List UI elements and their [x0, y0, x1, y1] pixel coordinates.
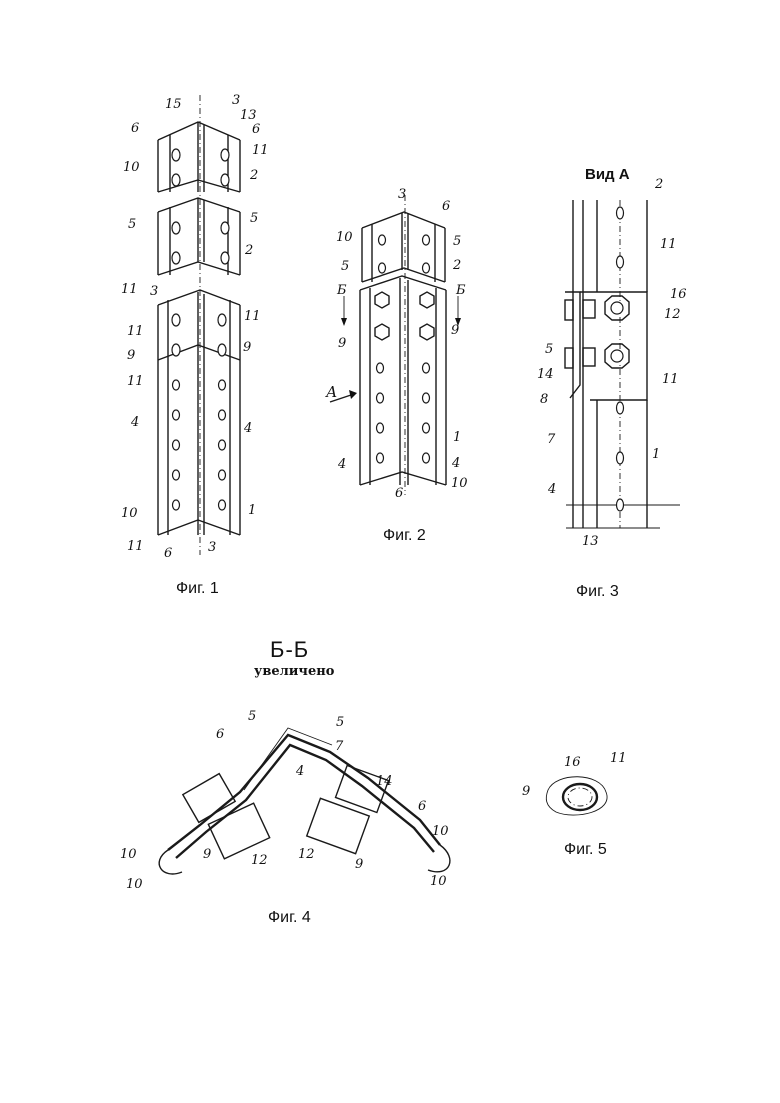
fig3-label-7: 7 — [547, 432, 556, 447]
caption-fig1: Фиг. 1 — [176, 580, 219, 598]
fig3-label-2: 2 — [654, 177, 663, 192]
fig5-label-11: 11 — [610, 751, 627, 766]
fig1-label-13: 13 — [240, 108, 257, 123]
fig2-label-B-left: Б — [336, 283, 347, 298]
fig1-label-4-right: 4 — [243, 421, 252, 436]
fig4-label-12-right: 12 — [298, 847, 315, 862]
fig3-label-1: 1 — [652, 447, 660, 462]
figure-2-drawing: 3 6 10 5 5 2 Б Б 9 9 А 1 4 4 6 10 — [325, 187, 468, 501]
fig1-label-11-a: 11 — [127, 324, 144, 339]
fig4-label-10-low-left: 10 — [126, 877, 143, 892]
figure-5-drawing: 16 11 9 — [522, 751, 627, 815]
fig1-label-3-top: 3 — [232, 93, 240, 108]
fig2-label-10-low: 10 — [451, 476, 468, 491]
fig4-label-10-low-right: 10 — [430, 874, 447, 889]
fig2-label-10: 10 — [336, 230, 353, 245]
fig4-label-10-right: 10 — [432, 824, 449, 839]
fig4-label-7: 7 — [335, 739, 344, 754]
fig4-label-10-left: 10 — [120, 847, 137, 862]
fig1-label-6-left: 6 — [131, 121, 139, 136]
fig1-label-3-low: 3 — [208, 540, 216, 555]
fig2-label-6-low: 6 — [395, 486, 403, 501]
fig1-label-10: 10 — [123, 160, 140, 175]
fig4-label-9-left: 9 — [203, 847, 211, 862]
fig2-label-9-right: 9 — [451, 323, 459, 338]
fig1-label-11-b: 11 — [244, 309, 261, 324]
fig1-label-1: 1 — [248, 503, 256, 518]
fig2-label-6: 6 — [442, 199, 450, 214]
fig4-label-6-left: 6 — [216, 727, 224, 742]
fig2-label-B-right: Б — [455, 283, 466, 298]
fig4-label-6-right: 6 — [418, 799, 426, 814]
caption-fig4: Фиг. 4 — [268, 909, 311, 927]
fig1-label-5-right: 5 — [250, 211, 258, 226]
heading-section: Б-Б — [270, 637, 309, 663]
fig3-label-4: 4 — [547, 482, 556, 497]
fig3-label-14: 14 — [537, 367, 554, 382]
fig2-label-5-left: 5 — [341, 259, 349, 274]
fig3-label-11-top: 11 — [660, 237, 677, 252]
fig2-label-5-right: 5 — [453, 234, 461, 249]
fig4-label-5-right: 5 — [336, 715, 344, 730]
figure-3-drawing: 2 11 16 12 5 14 8 11 7 1 4 13 — [537, 177, 687, 549]
fig2-label-9-left: 9 — [338, 336, 346, 351]
fig1-label-2-top: 2 — [249, 168, 258, 183]
fig1-label-6-low: 6 — [164, 546, 172, 561]
fig5-label-16: 16 — [564, 755, 581, 770]
figure-4-drawing: 5 5 6 7 4 14 6 10 10 9 12 12 9 10 10 — [120, 709, 450, 892]
fig1-label-6-right: 6 — [252, 122, 260, 137]
caption-fig5: Фиг. 5 — [564, 841, 607, 859]
fig3-label-16: 16 — [670, 287, 687, 302]
caption-fig3: Фиг. 3 — [576, 583, 619, 601]
fig1-label-11: 11 — [252, 143, 269, 158]
fig1-label-5-left: 5 — [128, 217, 136, 232]
figure-1-drawing: 15 3 13 6 6 11 10 2 5 5 2 11 3 11 11 9 9… — [121, 93, 269, 561]
fig5-label-9: 9 — [522, 784, 530, 799]
fig4-label-12-left: 12 — [251, 853, 268, 868]
fig3-label-13: 13 — [582, 534, 599, 549]
fig1-label-10-low: 10 — [121, 506, 138, 521]
fig2-label-2: 2 — [452, 258, 461, 273]
fig2-label-1: 1 — [453, 430, 461, 445]
fig3-label-11-mid: 11 — [662, 372, 679, 387]
fig1-label-11-left: 11 — [121, 282, 138, 297]
fig4-label-14: 14 — [376, 774, 393, 789]
heading-view-a: Вид А — [585, 166, 630, 183]
fig1-label-3-mid: 3 — [150, 284, 158, 299]
fig1-label-11-c: 11 — [127, 374, 144, 389]
fig1-label-4-left: 4 — [130, 415, 139, 430]
caption-fig2: Фиг. 2 — [383, 527, 426, 545]
fig1-label-9-left: 9 — [127, 348, 135, 363]
fig1-label-2: 2 — [244, 243, 253, 258]
fig4-label-4: 4 — [295, 764, 304, 779]
fig4-label-9-right: 9 — [355, 857, 363, 872]
fig1-label-9-right: 9 — [243, 340, 251, 355]
fig2-label-4-right: 4 — [451, 456, 460, 471]
fig3-label-5: 5 — [545, 342, 553, 357]
fig1-label-15: 15 — [165, 97, 182, 112]
fig2-label-3: 3 — [398, 187, 406, 202]
fig4-label-5-left: 5 — [248, 709, 256, 724]
heading-section-note: увеличено — [254, 664, 334, 679]
fig3-label-12: 12 — [664, 307, 681, 322]
fig3-label-8: 8 — [540, 392, 548, 407]
fig1-label-11-low: 11 — [127, 539, 144, 554]
fig2-label-A: А — [325, 383, 337, 401]
fig2-label-4-left: 4 — [337, 457, 346, 472]
